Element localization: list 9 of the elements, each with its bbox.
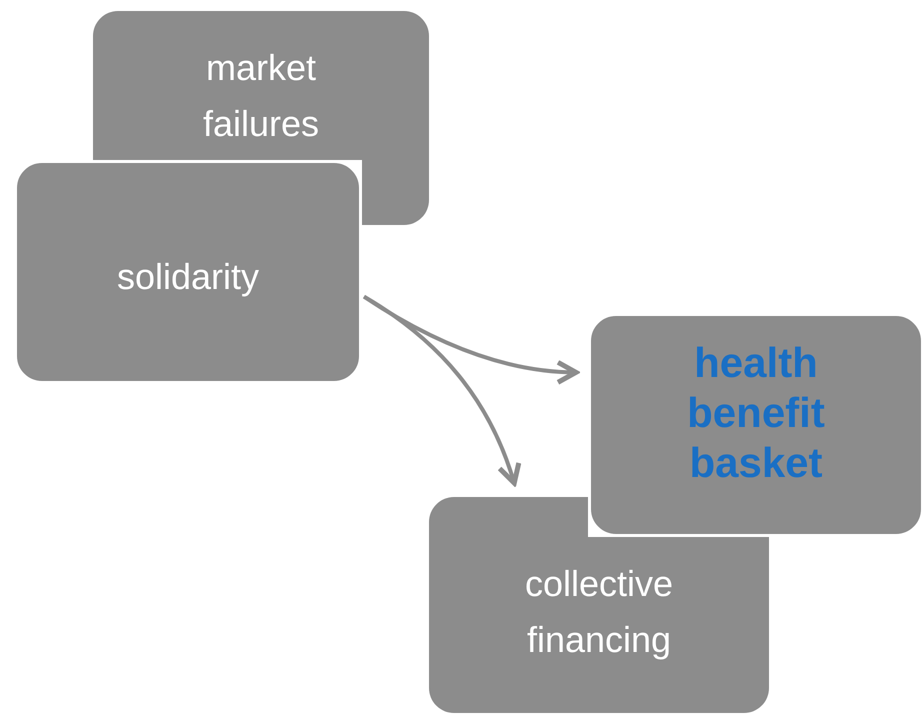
curved-arrow xyxy=(362,294,521,486)
curved-arrow xyxy=(362,294,578,384)
rounded-box xyxy=(588,313,922,537)
rounded-box xyxy=(90,8,432,160)
box-label: market failures xyxy=(202,46,320,146)
box-label: health benefit basket xyxy=(686,338,826,488)
box-label: solidarity xyxy=(116,255,260,299)
box-label: collective financing xyxy=(524,562,674,662)
rounded-box xyxy=(14,160,362,384)
